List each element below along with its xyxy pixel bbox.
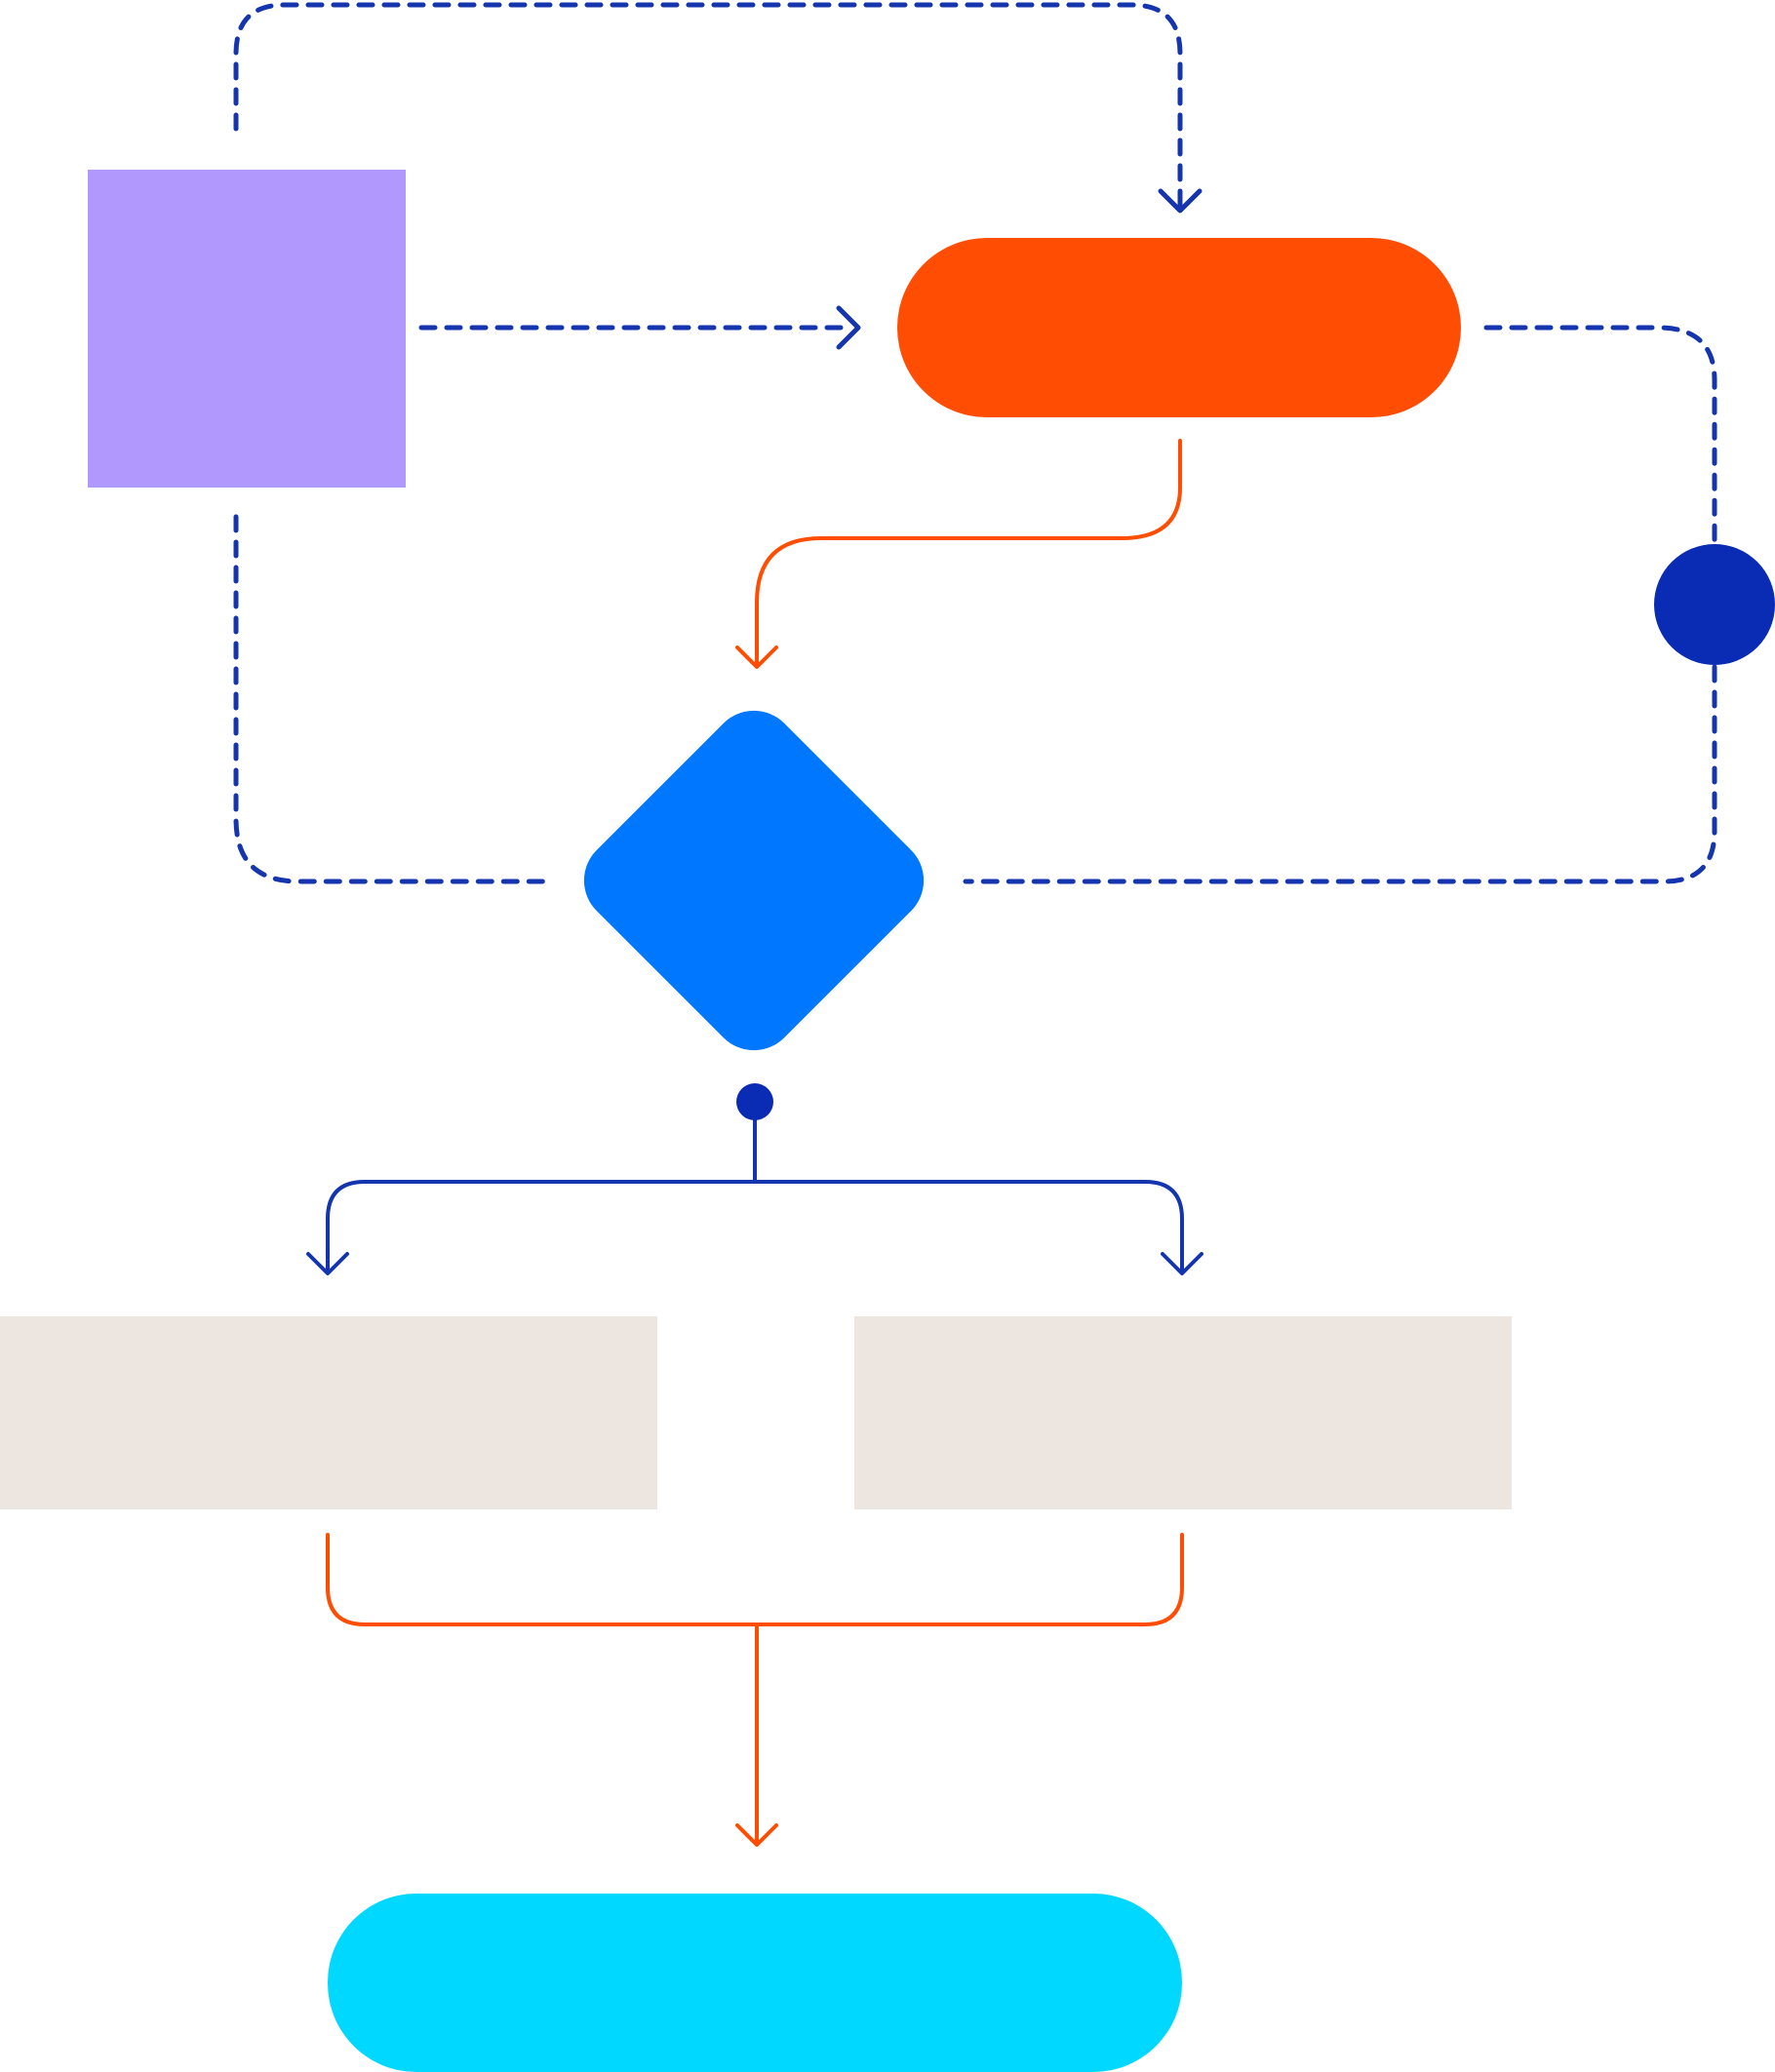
junction-circle (1654, 544, 1775, 665)
arrowhead (735, 645, 778, 669)
start-square (88, 170, 406, 488)
connector-pill-to-diamond (735, 439, 1182, 669)
arrowhead (1161, 1252, 1203, 1275)
connector-square-to-pill (418, 305, 861, 350)
end-pill (328, 1894, 1182, 2072)
connector-line (963, 664, 1717, 884)
connector-line (233, 514, 555, 884)
arrowhead (735, 1823, 778, 1847)
branch-dot (736, 1083, 773, 1120)
arrowhead (836, 305, 861, 350)
arrowhead (306, 1252, 349, 1275)
left-panel (0, 1316, 657, 1509)
decision-diamond (583, 710, 925, 1051)
connector-pill-to-circle-loop (963, 325, 1717, 884)
arrowhead (1158, 188, 1203, 214)
connector-panels-to-end (326, 1533, 1184, 1847)
connector-line (755, 439, 1182, 665)
connector-square-to-diamond (233, 514, 555, 884)
connector-square-top-to-pill (233, 2, 1203, 214)
process-pill (897, 238, 1461, 417)
connector-line (1483, 325, 1717, 549)
right-panel (854, 1316, 1512, 1509)
connector-line (326, 1180, 1184, 1271)
connector-line (326, 1533, 1184, 1626)
connector-diamond-to-panels (306, 1100, 1203, 1275)
